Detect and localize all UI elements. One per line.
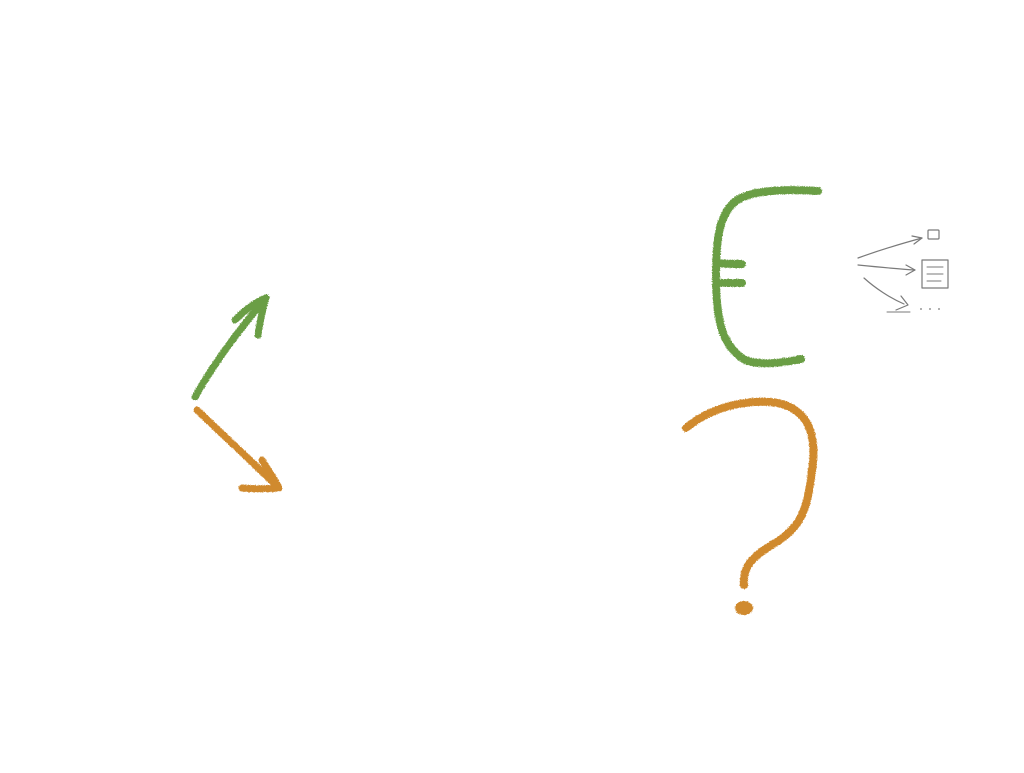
page-icon (927, 229, 940, 240)
orange-question-mark (682, 397, 818, 615)
green-arrow-up-right (191, 294, 270, 401)
orange-arrow-down-right (193, 406, 283, 493)
dots-icon (920, 308, 940, 310)
green-euro-bracket (712, 186, 822, 368)
document-icon (921, 259, 949, 289)
small-doodle-group (857, 229, 949, 313)
